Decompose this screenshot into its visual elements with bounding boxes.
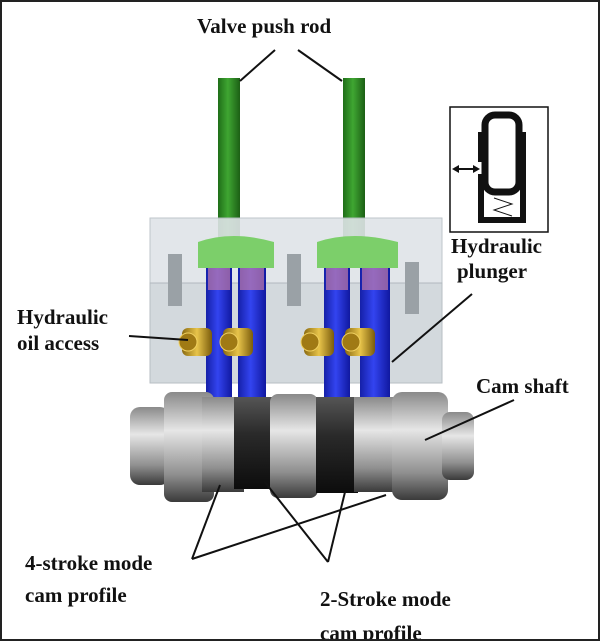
label-line: cam profile [25, 583, 127, 607]
label-line: oil access [17, 331, 100, 355]
cam-lobe-4stroke [234, 397, 274, 489]
push-rod-right [343, 78, 365, 243]
bolt [168, 254, 182, 306]
rocker-left [198, 236, 274, 268]
label-cam-shaft: Cam shaft [476, 374, 569, 398]
label-valve-push-rod: Valve push rod [197, 14, 332, 38]
label-line: 2-Stroke mode [320, 587, 451, 611]
oil-fittings [178, 328, 375, 356]
label-hydraulic-oil-access: Hydraulic oil access [17, 304, 108, 356]
label-hydraulic-plunger: Hydraulic plunger [451, 234, 542, 284]
label-line: Hydraulic [451, 234, 543, 258]
leader-lines [128, 49, 515, 563]
push-rod-left [218, 78, 240, 243]
cam-lobe-2stroke [316, 397, 358, 493]
label-line: plunger [457, 259, 528, 283]
cam-shaft [130, 392, 474, 502]
plunger-inset [449, 106, 549, 233]
rocker-right [317, 236, 398, 268]
valve-push-rods [218, 78, 365, 243]
label-line: cam profile [320, 621, 422, 641]
label-4-stroke-cam-profile: 4-stroke mode cam profile [25, 547, 152, 611]
bolt [287, 254, 301, 306]
bolt [405, 262, 419, 314]
label-2-stroke-cam-profile: 2-Stroke mode cam profile [320, 582, 451, 641]
spring-icon [492, 197, 514, 217]
hydraulic-block [149, 217, 443, 398]
label-line: 4-stroke mode [25, 551, 153, 575]
label-line: Hydraulic [17, 305, 109, 329]
